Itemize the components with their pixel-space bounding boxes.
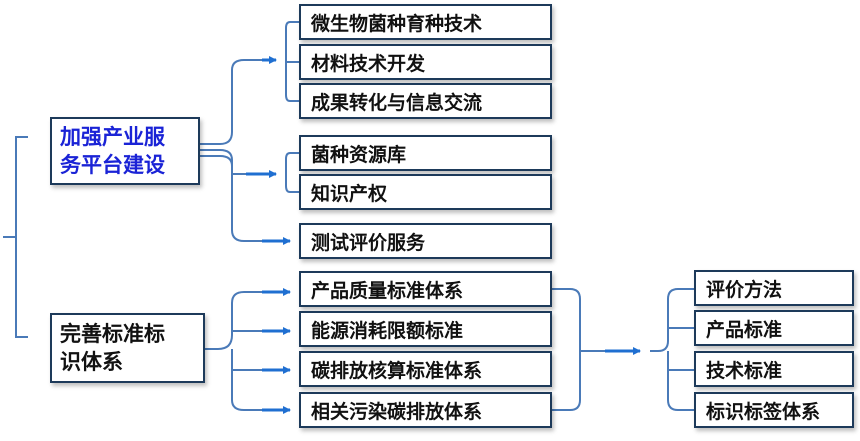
outcome-item: 标识标签体系	[694, 392, 854, 428]
main-node-standard-system-line2: 识体系	[60, 350, 123, 374]
service-item: 菌种资源库	[299, 135, 552, 171]
main-node-service-platform-line1: 加强产业服	[60, 125, 165, 149]
standard-item: 相关污染碳排放体系	[299, 392, 552, 428]
service-item: 材料技术开发	[299, 44, 552, 80]
service-item: 成果转化与信息交流	[299, 83, 552, 119]
standard-item: 产品质量标准体系	[299, 271, 552, 307]
outcome-item: 评价方法	[694, 270, 854, 306]
connector-main1-group3	[200, 155, 270, 242]
standard-item: 碳排放核算标准体系	[299, 351, 552, 387]
connector-main2-standards	[205, 291, 270, 411]
main-node-service-platform: 加强产业服 务平台建设	[50, 117, 200, 185]
service-item: 知识产权	[299, 174, 552, 210]
connector-main1-group1	[200, 59, 270, 145]
group1-bracket	[285, 21, 299, 102]
main-node-standard-system-line1: 完善标准标	[60, 322, 165, 346]
main-node-standard-system: 完善标准标 识体系	[50, 313, 205, 383]
standard-item: 能源消耗限额标准	[299, 311, 552, 347]
service-item: 微生物菌种育种技术	[299, 4, 552, 40]
outcome-item: 产品标准	[694, 310, 854, 346]
root-bracket	[3, 136, 28, 338]
standards-merge-bracket	[552, 288, 605, 411]
service-item: 测试评价服务	[299, 223, 552, 259]
outcome-item: 技术标准	[694, 351, 854, 387]
group2-bracket	[285, 152, 299, 193]
main-node-service-platform-line2: 务平台建设	[60, 153, 165, 177]
connector-main1-group2	[200, 149, 270, 175]
outcomes-bracket	[650, 288, 694, 411]
